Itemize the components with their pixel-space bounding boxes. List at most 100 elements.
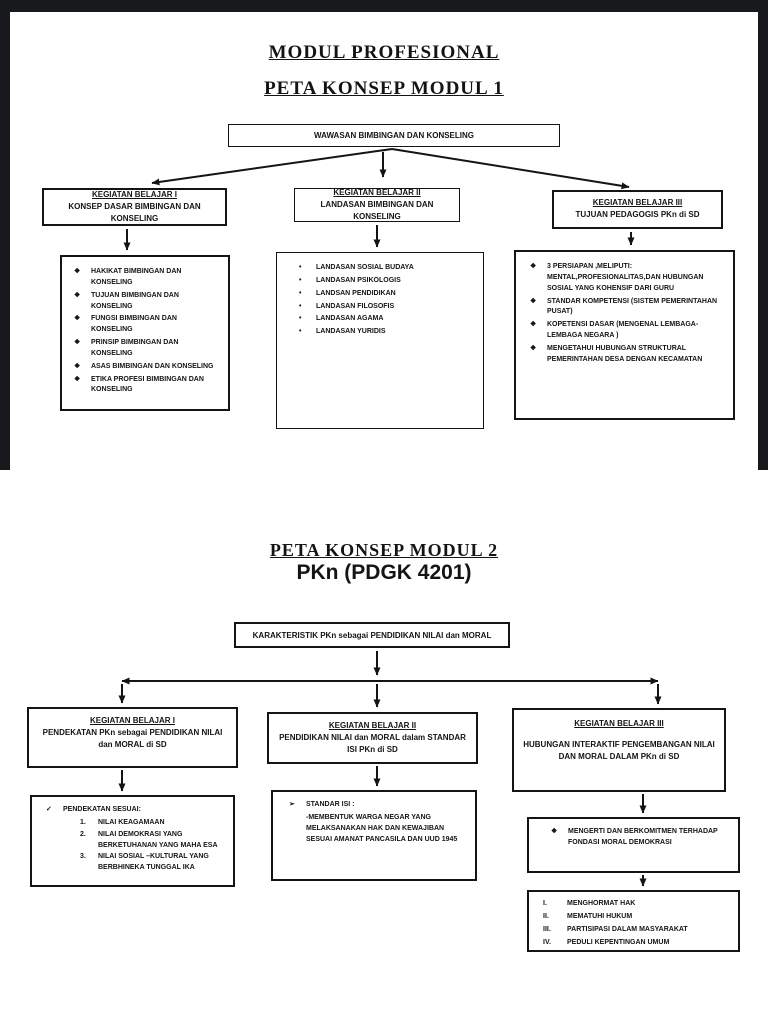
modul2-root-label: KARAKTERISTIK PKn sebagai PENDIDIKAN NIL…: [252, 630, 492, 640]
modul1-kb2-box: KEGIATAN BELAJAR II LANDASAN BIMBINGAN D…: [294, 188, 460, 222]
lead-text: PENDEKATAN SESUAI:: [63, 806, 141, 813]
list-item-text: TUJUAN BIMBINGAN DAN KONSELING: [91, 291, 179, 310]
list-item: • LANDASAN YURIDIS: [299, 327, 475, 338]
numbered-item: 2. NILAI DEMOKRASI YANG BERKETUHANAN YANG…: [80, 830, 227, 852]
modul1-detail3-box: ❖ 3 PERSIAPAN ,MELIPUTI: MENTAL,PROFESION…: [514, 250, 735, 420]
modul1-kb3-box: KEGIATAN BELAJAR III TUJUAN PEDAGOGIS PK…: [552, 190, 723, 229]
modul2-kb3-box: KEGIATAN BELAJAR III HUBUNGAN INTERAKTIF…: [512, 708, 726, 792]
item-number: 2.: [80, 830, 86, 838]
page-frame-left: [0, 12, 10, 470]
list-item-text: LANDASAN YURIDIS: [316, 328, 386, 336]
item-number: II.: [543, 912, 549, 920]
diamond-bullet-icon: ❖: [74, 362, 81, 370]
dot-bullet-icon: •: [299, 328, 302, 336]
arrow-lead-row: ➢ STANDAR ISI :: [289, 800, 465, 811]
modul1-kb2-subheading: LANDASAN BIMBINGAN DAN KONSELING: [320, 199, 434, 221]
diamond-bullet-icon: ❖: [530, 321, 537, 329]
list-item-text: ETIKA PROFESI BIMBINGAN DAN KONSELING: [91, 375, 204, 394]
roman-item: III. PARTISIPASI DALAM MASYARAKAT: [535, 925, 734, 936]
list-item: ❖HAKIKAT BIMBINGAN DAN KONSELING: [74, 267, 220, 289]
dot-bullet-icon: •: [299, 302, 302, 310]
modul2-kb1-heading: KEGIATAN BELAJAR I: [89, 716, 176, 725]
item-number: III.: [543, 925, 551, 933]
modul2-detail3-box: ❖ MENGERTI DAN BERKOMITMEN TERHADAP FOND…: [527, 817, 740, 873]
item-number: 3.: [80, 853, 86, 861]
list-item: • LANDASAN SOSIAL BUDAYA: [299, 263, 475, 274]
triangle-arrow-bullet-icon: ➢: [289, 801, 295, 808]
list-item: ❖ KOPETENSI DASAR (MENGENAL LEMBAGA-LEMBA…: [530, 320, 725, 342]
list-item-text: MENGETAHUI HUBUNGAN STRUKTURAL PEMERINTA…: [547, 344, 703, 363]
check-icon: ✓: [46, 806, 52, 813]
dot-bullet-icon: •: [299, 264, 302, 271]
diamond-bullet-icon: ❖: [74, 339, 81, 347]
page-frame-top: [0, 0, 768, 12]
diamond-bullet-icon: ❖: [530, 344, 537, 352]
modul1-detail2-box: •LANDASAN SOSIAL BUDAYA •LANDASAN PSIKOL…: [276, 252, 484, 429]
list-item-text: LANDASAN FILOSOFIS: [316, 302, 395, 310]
list-item-text: LANDASAN SOSIAL BUDAYA: [316, 264, 414, 271]
list-item-text: STANDAR KOMPETENSI (SISTEM PEMERINTAHAN …: [547, 297, 718, 316]
list-item: ❖ETIKA PROFESI BIMBINGAN DAN KONSELING: [74, 375, 220, 397]
modul1-title-text: MODUL PROFESIONAL: [268, 42, 500, 63]
item-number: IV.: [543, 938, 551, 946]
list-item-text: KOPETENSI DASAR (MENGENAL LEMBAGA-LEMBAG…: [547, 321, 699, 340]
diamond-bullet-icon: ❖: [530, 297, 537, 305]
item-text: NILAI DEMOKRASI YANG BERKETUHANAN YANG M…: [98, 830, 218, 849]
modul1-kb1-subheading: KONSEP DASAR BIMBINGAN DAN KONSELING: [68, 201, 201, 223]
list-item: ❖ STANDAR KOMPETENSI (SISTEM PEMERINTAHAN…: [530, 297, 725, 319]
list-item: ❖ TUJUAN BIMBINGAN DAN KONSELING: [74, 291, 220, 313]
page-frame-right: [758, 12, 768, 470]
list-item-text: LANDSAN PENDIDIKAN: [316, 289, 396, 297]
modul2-root-box: KARAKTERISTIK PKn sebagai PENDIDIKAN NIL…: [234, 622, 510, 648]
item-text: MEMATUHI HUKUM: [567, 912, 633, 920]
modul2-kb2-subheading: PENDIDIKAN NILAI dan MORAL dalam STANDAR…: [279, 732, 466, 754]
list-item: ❖ MENGERTI DAN BERKOMITMEN TERHADAP FOND…: [551, 827, 730, 849]
modul2-title: PETA KONSEP MODUL 2: [0, 540, 768, 561]
list-item: • LANDASAN FILOSOFIS: [299, 302, 475, 313]
modul1-detail1-box: ❖HAKIKAT BIMBINGAN DAN KONSELING ❖TUJUAN…: [60, 255, 230, 411]
modul2-subtitle: PKn (PDGK 4201): [296, 561, 472, 584]
roman-item: IV.PEDULI KEPENTINGAN UMUM: [535, 938, 734, 949]
modul1-root-label: WAWASAN BIMBINGAN DAN KONSELING: [314, 131, 474, 140]
diamond-bullet-icon: ❖: [74, 315, 81, 323]
list-item: •LANDASAN AGAMA: [299, 314, 475, 325]
modul2-kb1-box: KEGIATAN BELAJAR I PENDEKATAN PKn sebaga…: [27, 707, 238, 768]
list-item-text: FUNGSI BIMBINGAN DAN KONSELING: [91, 315, 177, 334]
modul1-subtitle-text: PETA KONSEP MODUL 1: [264, 78, 504, 99]
modul2-kb3-subheading: HUBUNGAN INTERAKTIF PENGEMBANGAN NILAI D…: [523, 740, 715, 761]
item-text: NILAI SOSIAL –KULTURAL YANG BERBHINEKA T…: [98, 853, 209, 872]
numbered-item: 1.NILAI KEAGAMAAN: [80, 818, 227, 829]
detail2-body: -MEMBENTUK WARGA NEGAR YANG MELAKSANAKAN…: [306, 813, 458, 843]
modul1-root-box: WAWASAN BIMBINGAN DAN KONSELING: [228, 124, 560, 147]
list-item-text: PRINSIP BIMBINGAN DAN KONSELING: [91, 339, 179, 357]
list-item-text: ASAS BIMBINGAN DAN KONSELING: [91, 362, 214, 370]
item-text: MENGHORMAT HAK: [567, 900, 636, 907]
roman-item: II. MEMATUHI HUKUM: [535, 912, 734, 923]
list-item: ❖ FUNGSI BIMBINGAN DAN KONSELING: [74, 314, 220, 336]
roman-item: I.MENGHORMAT HAK: [535, 899, 734, 910]
diamond-bullet-icon: ❖: [74, 291, 81, 299]
modul2-detail4-box: I.MENGHORMAT HAK II. MEMATUHI HUKUM III. P…: [527, 890, 740, 952]
dot-bullet-icon: •: [299, 289, 302, 297]
modul1-kb3-subheading: TUJUAN PEDAGOGIS PKn di SD: [575, 210, 700, 219]
modul2-detail2-box: ➢ STANDAR ISI : -MEMBENTUK WARGA NEGAR Y…: [271, 790, 477, 881]
modul1-kb1-heading: KEGIATAN BELAJAR I: [91, 189, 178, 199]
list-item-text: MENGERTI DAN BERKOMITMEN TERHADAP FONDAS…: [568, 828, 718, 846]
list-item-text: 3 PERSIAPAN ,MELIPUTI: MENTAL,PROFESIONA…: [547, 263, 704, 292]
modul1-title: MODUL PROFESIONAL: [0, 42, 768, 64]
dot-bullet-icon: •: [299, 315, 302, 323]
modul2-kb3-heading: KEGIATAN BELAJAR III: [574, 719, 664, 728]
list-item: • LANDSAN PENDIDIKAN: [299, 289, 475, 300]
numbered-item: 3. NILAI SOSIAL –KULTURAL YANG BERBHINEKA…: [80, 852, 227, 874]
modul2-kb2-heading: KEGIATAN BELAJAR II: [328, 720, 417, 730]
dot-bullet-icon: •: [299, 276, 302, 284]
modul2-kb2-box: KEGIATAN BELAJAR II PENDIDIKAN NILAI dan…: [267, 712, 478, 764]
list-item: ❖ PRINSIP BIMBINGAN DAN KONSELING: [74, 338, 220, 360]
item-text: NILAI KEAGAMAAN: [98, 818, 165, 826]
list-item: ❖ MENGETAHUI HUBUNGAN STRUKTURAL PEMERINT…: [530, 344, 725, 366]
modul1-kb3-heading: KEGIATAN BELAJAR III: [592, 198, 683, 207]
list-item-text: HAKIKAT BIMBINGAN DAN KONSELING: [91, 268, 182, 286]
item-text: PARTISIPASI DALAM MASYARAKAT: [567, 925, 688, 933]
modul1-kb1-box: KEGIATAN BELAJAR I KONSEP DASAR BIMBINGA…: [42, 188, 227, 226]
